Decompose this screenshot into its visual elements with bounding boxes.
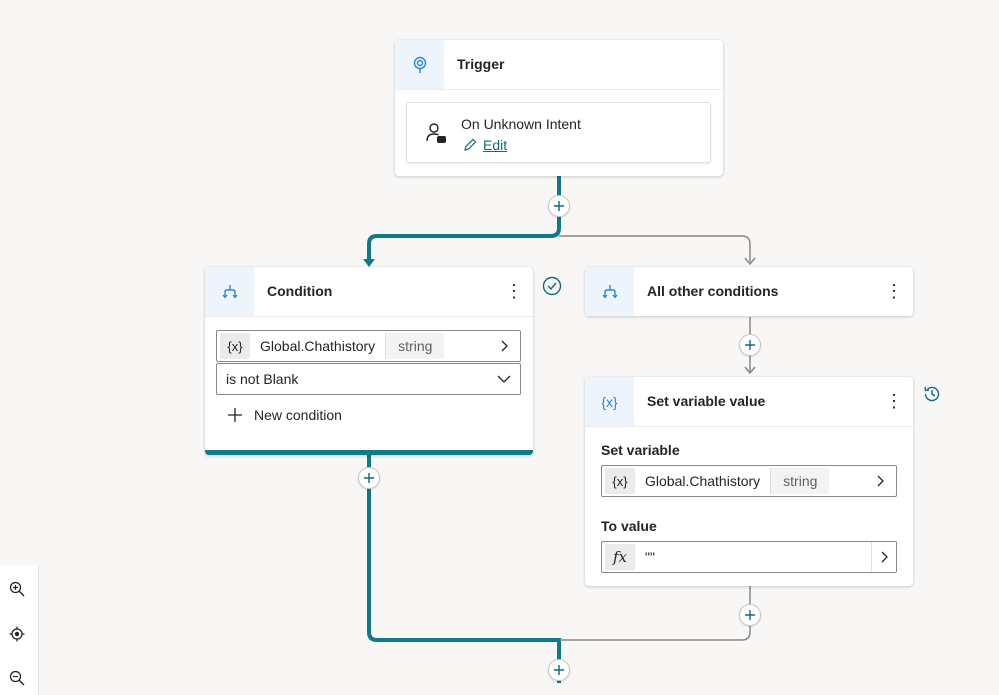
new-condition-button[interactable]: New condition [227,407,342,423]
set-variable-picker[interactable]: {x} Global.Chathistory string [601,465,897,497]
formula-icon: fx [605,544,635,570]
add-node-button[interactable] [548,195,570,217]
other-conditions-header: All other conditions ⋮ [585,267,913,316]
user-chat-icon [424,121,448,145]
pencil-icon [464,138,477,151]
set-variable-title: Set variable value [647,393,766,409]
chevron-right-icon [881,551,888,563]
condition-variable-picker[interactable]: {x} Global.Chathistory string [216,330,521,362]
new-condition-label[interactable]: New condition [254,407,342,423]
other-conditions-card[interactable]: All other conditions ⋮ [585,267,913,316]
add-node-button[interactable] [739,334,761,356]
selected-check-icon [542,276,562,296]
set-variable-type: string [770,468,830,494]
set-variable-name: Global.Chathistory [645,473,761,489]
set-variable-header: {x} Set variable value ⋮ [585,377,913,427]
to-value-label: To value [601,518,657,534]
more-options-icon[interactable]: ⋮ [885,391,903,411]
set-variable-card[interactable]: {x} Set variable value ⋮ Set variable {x… [585,377,913,586]
variable-token-icon: {x} [605,468,635,494]
branch-icon [205,267,254,316]
trigger-event-name: On Unknown Intent [461,116,581,132]
more-options-icon[interactable]: ⋮ [885,281,903,301]
edit-link[interactable]: Edit [462,137,507,153]
trigger-title: Trigger [457,56,505,72]
trigger-event-box[interactable]: On Unknown Intent Edit [406,102,711,163]
to-value-text: "" [645,549,655,565]
condition-header: Condition ⋮ [205,267,533,317]
variable-icon: {x} [585,377,634,426]
condition-operator-value: is not Blank [226,371,299,387]
condition-title: Condition [267,283,333,299]
canvas-toolbar [0,565,39,695]
branch-icon [585,267,634,316]
variable-token-icon: {x} [220,333,250,359]
add-node-button[interactable] [548,659,570,681]
edit-link-label[interactable]: Edit [483,137,508,153]
more-options-icon[interactable]: ⋮ [505,281,523,301]
condition-card[interactable]: Condition ⋮ {x} Global.Chathistory strin… [205,267,533,455]
add-node-button[interactable] [739,604,761,626]
plus-icon [228,408,242,422]
trigger-icon [395,40,444,89]
condition-variable-name: Global.Chathistory [260,338,376,354]
to-value-divider [871,542,872,572]
chevron-right-icon [877,475,884,487]
trigger-header: Trigger [395,40,723,90]
condition-operator-select[interactable]: is not Blank [216,363,521,395]
to-value-input[interactable]: fx "" [601,541,897,573]
trigger-card[interactable]: Trigger On Unknown Intent Edit [395,40,723,176]
other-conditions-title: All other conditions [647,283,779,299]
add-node-button[interactable] [358,467,380,489]
zoom-out-icon[interactable] [6,667,28,689]
history-icon[interactable] [922,384,942,404]
chevron-down-icon [497,375,511,383]
zoom-in-icon[interactable] [6,578,28,600]
set-variable-label: Set variable [601,442,680,458]
recenter-icon[interactable] [6,623,28,645]
chevron-right-icon [501,340,508,352]
condition-variable-type: string [385,333,445,359]
